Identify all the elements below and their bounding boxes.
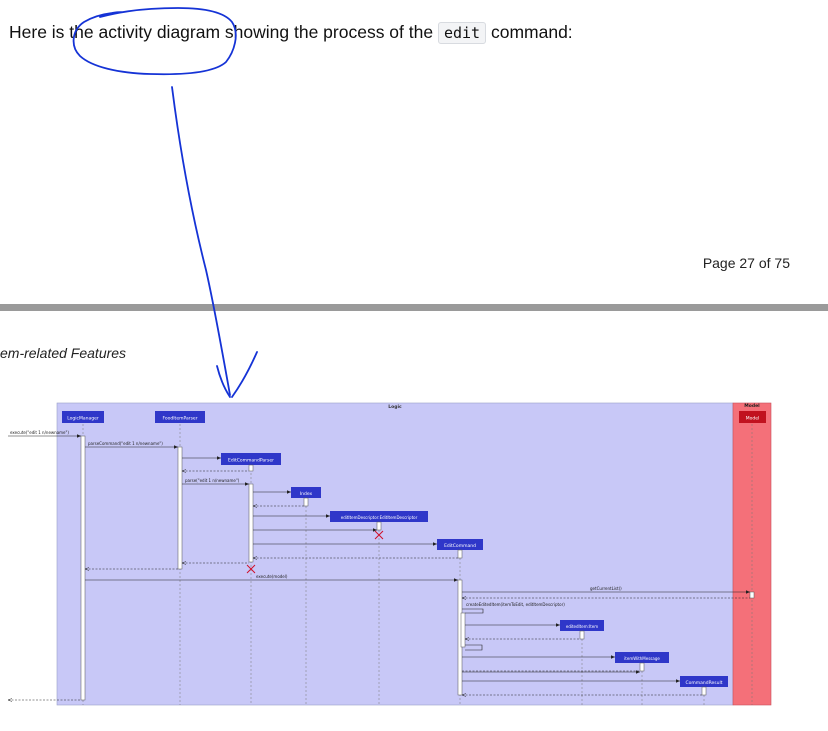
arrowhead xyxy=(746,590,750,594)
activation-model xyxy=(749,591,755,599)
activation-logic-manager xyxy=(80,435,86,701)
participant-edited-item-box xyxy=(560,620,604,631)
code-snippet: edit xyxy=(437,22,487,44)
intro-suffix: command: xyxy=(490,22,573,42)
model-frame-label: Model xyxy=(744,403,760,409)
participant-food-item-parser: FoodItemParser xyxy=(162,416,197,422)
activation-index xyxy=(303,497,309,507)
arrowhead xyxy=(217,456,221,460)
activation-command-result xyxy=(701,686,707,696)
participant-item-with-message: itemWithMessage xyxy=(624,656,660,661)
msg-execute-label: execute("edit 1 n/newname") xyxy=(10,430,69,435)
arrowhead xyxy=(373,528,377,532)
return-arrowhead xyxy=(461,693,467,697)
participant-model-box xyxy=(739,411,766,423)
participant-edit-command-parser-box xyxy=(221,453,281,465)
activation-item-with-message xyxy=(639,662,645,672)
participant-item-with-message-box xyxy=(615,652,669,663)
participant-index: Index xyxy=(300,491,313,497)
msg-execute-model-label: execute(model) xyxy=(256,574,288,579)
destroy-descriptor-mark xyxy=(374,530,384,540)
arrowhead xyxy=(611,655,615,659)
ink-circle-stroke xyxy=(72,7,237,76)
participant-descriptor-box xyxy=(330,511,428,522)
return-arrowhead xyxy=(84,567,90,571)
return-arrowhead xyxy=(461,596,467,600)
activation-food-item-parser xyxy=(177,446,183,570)
participant-index-box xyxy=(291,487,321,498)
page-divider xyxy=(0,304,828,311)
ink-arrow-head-right xyxy=(231,351,258,398)
return-arrowhead xyxy=(464,637,470,641)
return-arrowhead xyxy=(7,698,13,702)
msg-parse-command-label: parseCommand("edit 1 n/newname") xyxy=(88,441,163,446)
msg-self-call-2 xyxy=(465,644,483,651)
destroy-parser-mark xyxy=(246,564,256,574)
logic-frame-label: Logic xyxy=(388,404,402,410)
activation-edit-command-1 xyxy=(457,549,463,559)
arrowhead xyxy=(454,578,458,582)
msg-parse-label: parse("edit 1 n/newname") xyxy=(185,478,240,483)
participant-descriptor: editItemDescriptor:EditItemDescriptor xyxy=(341,515,418,520)
participant-edited-item: editedItem:Item xyxy=(566,624,598,629)
participant-food-item-parser-box xyxy=(155,411,205,423)
arrowhead xyxy=(676,679,680,683)
section-heading: em-related Features xyxy=(0,345,127,361)
return-arrowhead xyxy=(252,556,258,560)
sequence-diagram: Logic Model LogicManager FoodItemParser … xyxy=(7,402,772,706)
activation-edited-item xyxy=(579,630,585,640)
intro-sentence: Here is the activity diagram showing the… xyxy=(9,22,573,44)
participant-edit-command-parser: EditCommandParser xyxy=(228,458,274,464)
msg-create-edited-item-label: createEditedItem(itemToEdit, editItemDes… xyxy=(466,602,565,607)
page-number: Page 27 of 75 xyxy=(702,255,790,271)
participant-command-result: CommandResult xyxy=(685,680,722,686)
ink-arrow-head-left xyxy=(216,365,231,398)
activation-edit-command-parser-2 xyxy=(248,483,254,563)
intro-prefix: Here is the activity diagram showing the… xyxy=(9,22,434,42)
msg-get-current-list-label: getCurrentList() xyxy=(590,586,622,591)
arrowhead xyxy=(245,482,249,486)
participant-model: Model xyxy=(746,416,760,422)
participant-logic-manager: LogicManager xyxy=(67,416,99,422)
arrowhead xyxy=(556,623,560,627)
participant-edit-command-box xyxy=(437,539,483,550)
participant-logic-manager-box xyxy=(62,411,104,423)
activation-edit-command-parser-1 xyxy=(248,464,254,472)
arrowhead xyxy=(174,445,178,449)
arrowhead xyxy=(433,542,437,546)
participant-command-result-box xyxy=(680,676,728,687)
arrowhead xyxy=(636,670,640,674)
arrowhead xyxy=(326,514,330,518)
activation-edit-command-3 xyxy=(460,612,466,648)
arrowhead xyxy=(287,490,291,494)
return-arrowhead xyxy=(181,469,187,473)
arrowhead xyxy=(77,434,81,438)
ink-arrow-shaft xyxy=(171,86,231,396)
return-arrowhead xyxy=(181,561,187,565)
activation-descriptor xyxy=(376,521,382,531)
msg-create-edited-item-self xyxy=(462,608,484,614)
return-arrowhead xyxy=(252,504,258,508)
participant-edit-command: EditCommand xyxy=(444,543,476,549)
